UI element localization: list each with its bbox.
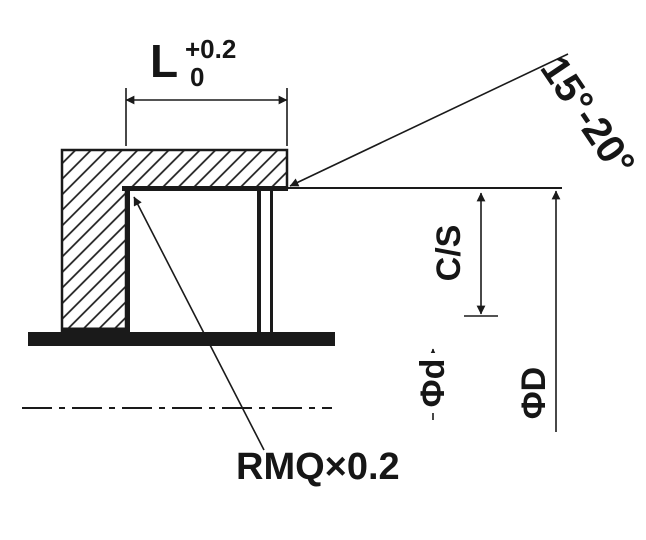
length-tol-upper-label: +0.2 <box>185 34 237 64</box>
outer-dia-label: ΦD <box>515 366 553 420</box>
inner-dia-label: Φd <box>414 353 456 413</box>
surface-leader-line <box>133 196 265 451</box>
surface-finish-label: RMQ×0.2 <box>236 446 400 488</box>
angle-leader-line <box>289 53 569 187</box>
cross-section-label: C/S <box>430 224 468 282</box>
part-hatched-section <box>60 148 289 333</box>
length-tol-lower-label: 0 <box>190 62 205 92</box>
length-dim-label: L <box>150 35 179 87</box>
shaft-surface-band <box>28 332 335 346</box>
